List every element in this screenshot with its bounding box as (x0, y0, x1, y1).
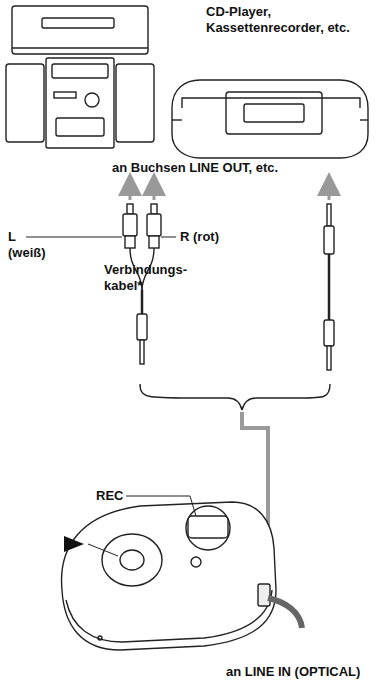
arrow (130, 184, 329, 200)
cable-label: Verbindungs- kabel* (104, 262, 194, 294)
cassette-recorder (172, 80, 368, 158)
jack-label: an Buchsen LINE OUT, etc. (112, 160, 352, 176)
button-label: REC (96, 488, 136, 504)
play-symbol (64, 536, 84, 552)
channel-label: L (weiß) (8, 229, 52, 261)
md-recorder (62, 502, 302, 650)
bracket (140, 384, 330, 410)
jack-label: an LINE IN (OPTICAL) (226, 664, 376, 680)
mini-plug (324, 204, 334, 370)
mini-system (6, 58, 154, 148)
channel-label: R (rot) (180, 229, 260, 245)
device-caption: CD-Player, Kassettenrecorder, etc. (206, 4, 356, 36)
leader-line (26, 237, 196, 556)
cd-player (12, 6, 148, 54)
